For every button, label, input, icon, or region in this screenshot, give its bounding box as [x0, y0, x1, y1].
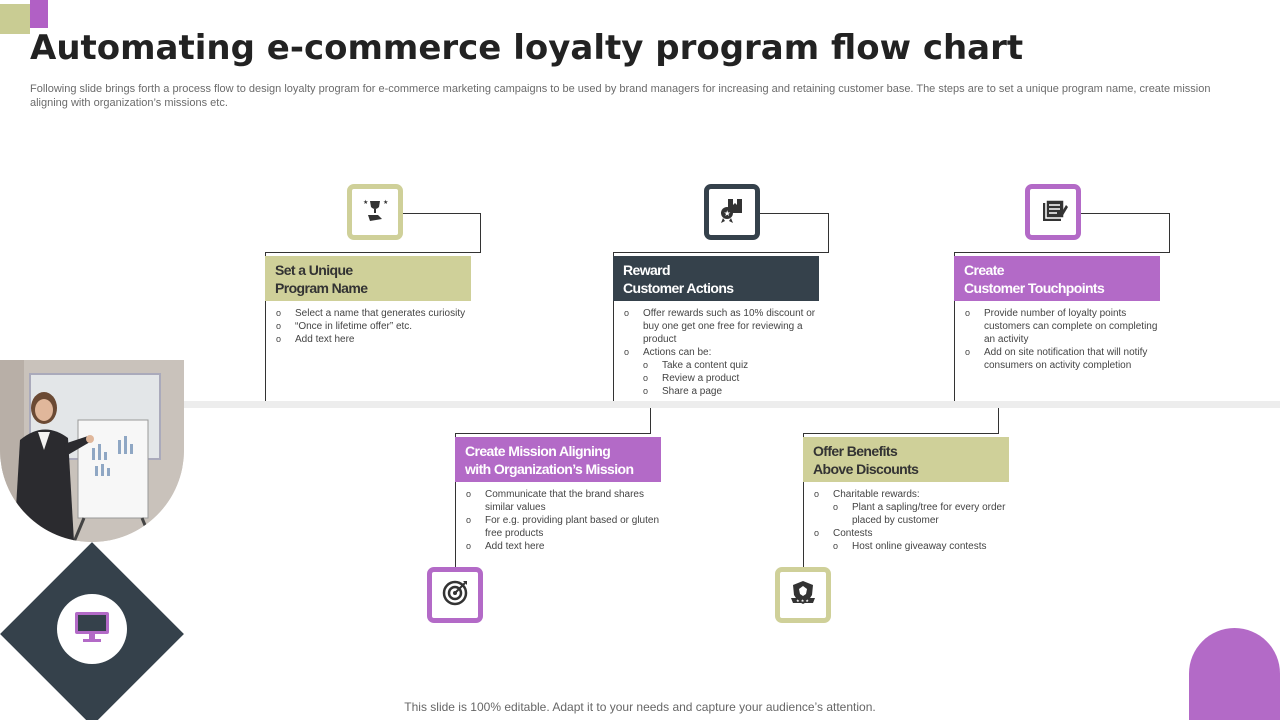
step1-heading: Set a Unique Program Name	[265, 256, 471, 301]
step4-connector-line	[455, 433, 651, 434]
list-item: For e.g. providing plant based or gluten…	[466, 514, 661, 540]
sub-list-item: Review a product	[643, 372, 819, 385]
trophy-hand-icon: ★★	[360, 195, 390, 230]
step4-heading: Create Mission Aligning with Organizatio…	[455, 437, 661, 482]
horizontal-band	[184, 401, 1280, 408]
page-title: Automating e-commerce loyalty program fl…	[30, 28, 1024, 68]
step1-connector-top	[403, 213, 481, 253]
step1-connector-line	[265, 252, 481, 253]
decorative-purple-shape	[1189, 628, 1280, 720]
list-item: Select a name that generates curiosity	[276, 307, 471, 320]
corner-accent-purple	[30, 0, 48, 28]
list-item: Add text here	[276, 333, 471, 346]
list-item: Provide number of loyalty points custome…	[965, 307, 1160, 346]
sub-list-item: Take a content quiz	[643, 359, 819, 372]
step5-connector-line	[803, 433, 999, 434]
shield-crest-icon: ★ ★ ★	[788, 578, 818, 613]
monitor-icon	[73, 610, 111, 649]
sub-list-item: Host online giveaway contests	[833, 540, 1009, 553]
reward-badge-icon: ★	[717, 195, 747, 230]
step2-body: Offer rewards such as 10% discount or bu…	[613, 301, 819, 401]
step5-heading: Offer Benefits Above Discounts	[803, 437, 1009, 482]
step4-connector-drop	[455, 408, 651, 434]
monitor-icon-circle	[57, 594, 127, 664]
notepad-icon	[1038, 195, 1068, 230]
step5-body: Charitable rewards: Plant a sapling/tree…	[803, 482, 1009, 582]
step5-icon-box: ★ ★ ★	[775, 567, 831, 623]
list-item: Add text here	[466, 540, 661, 553]
step3-body: Provide number of loyalty points custome…	[954, 301, 1160, 401]
list-item: Contests Host online giveaway contests	[814, 527, 1009, 553]
step4-card: Create Mission Aligning with Organizatio…	[455, 433, 661, 582]
step5-connector-drop	[803, 408, 999, 434]
sub-list-item: Plant a sapling/tree for every order pla…	[833, 501, 1009, 527]
target-icon	[440, 578, 470, 613]
step2-heading: Reward Customer Actions	[613, 256, 819, 301]
step5-card: Offer Benefits Above Discounts Charitabl…	[803, 433, 1009, 582]
svg-text:★: ★	[363, 199, 368, 206]
page-subtitle: Following slide brings forth a process f…	[30, 83, 1211, 109]
svg-text:★: ★	[724, 209, 731, 218]
step3-card: Create Customer Touchpoints Provide numb…	[954, 252, 1160, 401]
step3-heading: Create Customer Touchpoints	[954, 256, 1160, 301]
step3-icon-box	[1025, 184, 1081, 240]
list-item: Actions can be: Take a content quiz Revi…	[624, 346, 819, 398]
step1-card: Set a Unique Program Name Select a name …	[265, 252, 471, 401]
step3-connector-line	[954, 252, 1170, 253]
list-item: Add on site notification that will notif…	[965, 346, 1160, 372]
step2-icon-box: ★	[704, 184, 760, 240]
svg-text:★: ★	[383, 199, 388, 206]
footer-note: This slide is 100% editable. Adapt it to…	[404, 700, 876, 714]
step1-body: Select a name that generates curiosity “…	[265, 301, 471, 401]
svg-text:★ ★ ★: ★ ★ ★	[796, 598, 809, 603]
presenter-photo	[0, 360, 184, 542]
list-item: Communicate that the brand shares simila…	[466, 488, 661, 514]
list-item: Charitable rewards: Plant a sapling/tree…	[814, 488, 1009, 527]
step3-connector-top	[1081, 213, 1170, 252]
step4-body: Communicate that the brand shares simila…	[455, 482, 661, 582]
list-item: “Once in lifetime offer” etc.	[276, 320, 471, 333]
step2-connector-line	[613, 252, 829, 253]
step4-icon-box	[427, 567, 483, 623]
step2-connector-top	[760, 213, 829, 252]
sub-list-item: Share a page	[643, 385, 819, 398]
step2-card: Reward Customer Actions Offer rewards su…	[613, 252, 819, 401]
list-item: Offer rewards such as 10% discount or bu…	[624, 307, 819, 346]
step1-connector-drop	[480, 213, 481, 253]
step1-icon-box: ★★	[347, 184, 403, 240]
corner-accent-olive	[0, 4, 30, 34]
